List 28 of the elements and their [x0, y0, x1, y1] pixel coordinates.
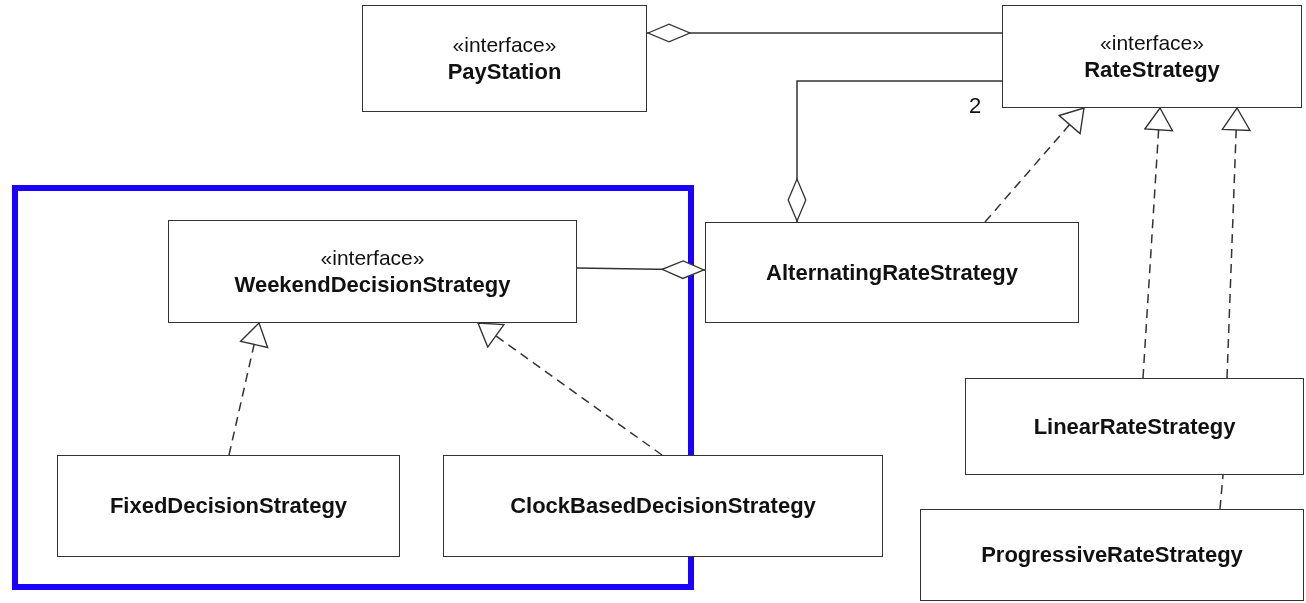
class-name: RateStrategy: [1084, 56, 1220, 83]
class-box: [168, 220, 577, 323]
connector: [1221, 107, 1251, 379]
class-name: PayStation: [447, 58, 562, 85]
class-box: [443, 455, 883, 557]
connector: [1219, 474, 1224, 510]
class-name: LinearRateStrategy: [1033, 413, 1236, 440]
class-box: [705, 222, 1079, 323]
connector: [646, 23, 1003, 43]
class-box: [965, 378, 1304, 475]
connector: [984, 107, 1085, 223]
class-name: AlternatingRateStrategy: [766, 259, 1018, 286]
class-box: [920, 509, 1304, 601]
connector: [1142, 107, 1174, 379]
connector: [228, 322, 269, 456]
connector: [576, 260, 706, 280]
stereotype-label: «interface»: [452, 32, 557, 57]
stereotype-label: «interface»: [320, 245, 425, 270]
class-name: WeekendDecisionStrategy: [234, 271, 511, 298]
class-box: [57, 455, 400, 557]
class-box: [1002, 5, 1302, 108]
class-name: ClockBasedDecisionStrategy: [510, 493, 816, 519]
class-name: ProgressiveRateStrategy: [981, 542, 1243, 568]
stereotype-label: «interface»: [1100, 30, 1204, 55]
connector: [477, 322, 663, 456]
connector: [787, 80, 1003, 223]
class-box: [362, 5, 647, 112]
class-name: FixedDecisionStrategy: [109, 493, 348, 519]
